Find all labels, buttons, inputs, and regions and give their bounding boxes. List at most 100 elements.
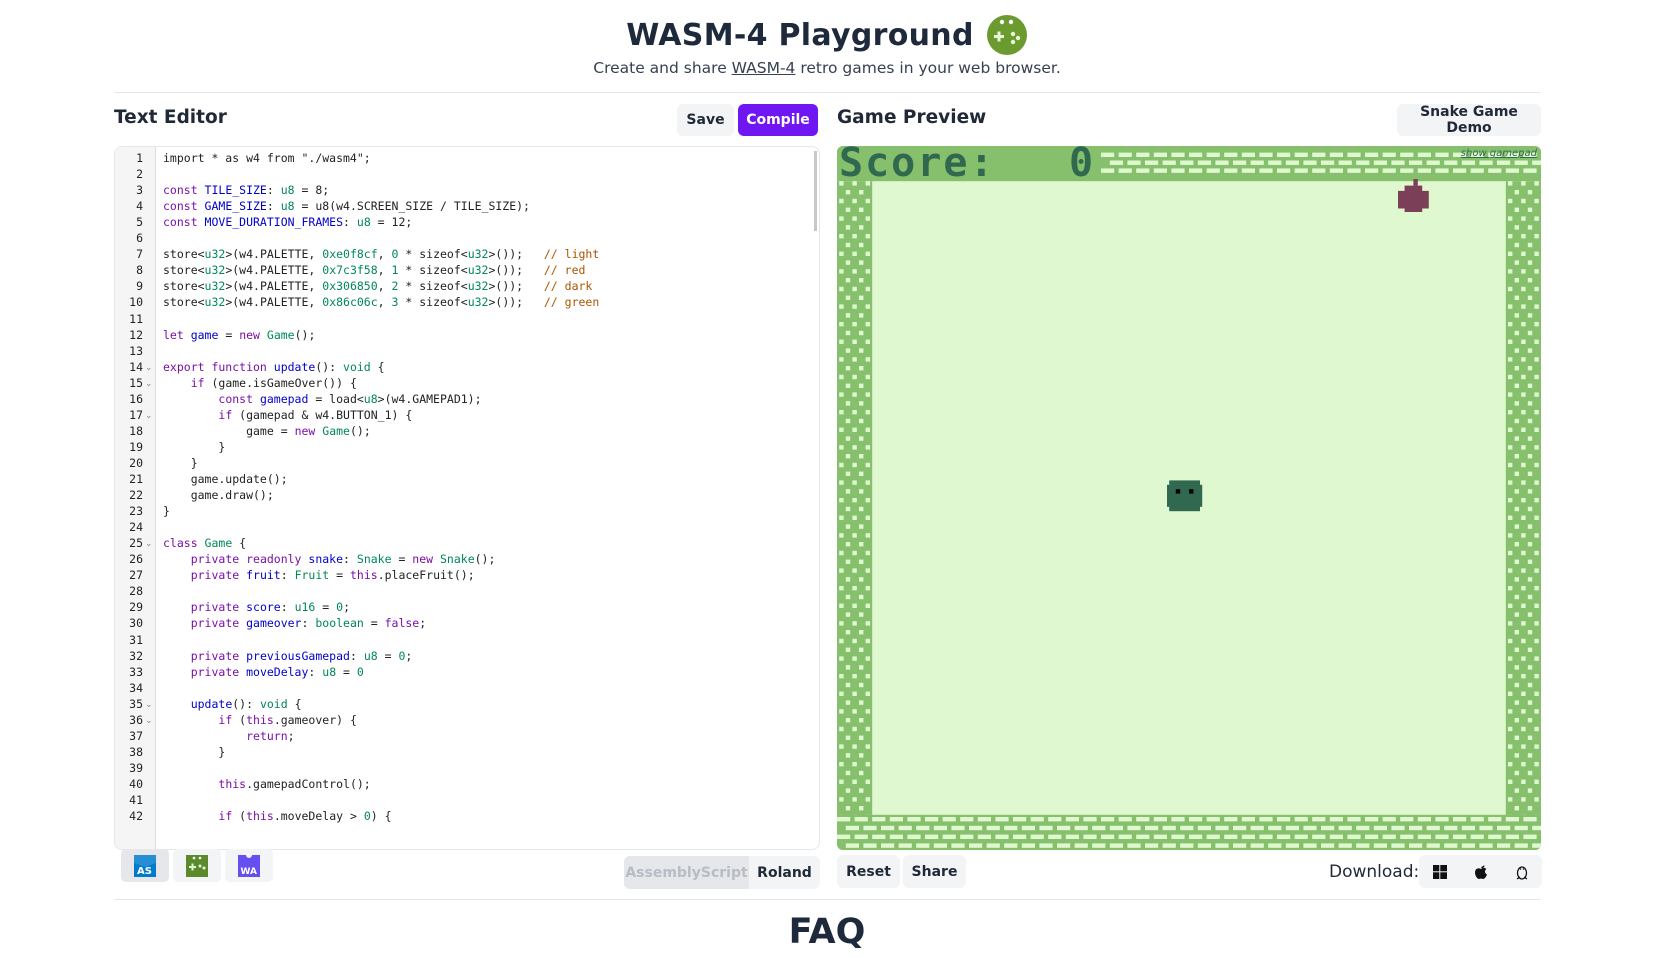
line-number: 10 — [129, 295, 143, 310]
code-line[interactable]: const TILE_SIZE: u8 = 8; — [163, 183, 330, 198]
code-line[interactable]: private score: u16 = 0; — [190, 600, 351, 615]
code-line[interactable]: private readonly snake: Snake = new Snak… — [190, 552, 496, 567]
save-button[interactable]: Save — [677, 104, 734, 136]
line-number: 37 — [129, 728, 143, 743]
subtitle-text: Create and share — [593, 59, 732, 77]
code-line[interactable]: } — [163, 504, 170, 519]
download-windows-button[interactable] — [1419, 855, 1460, 888]
download-linux-button[interactable] — [1501, 855, 1542, 888]
wat-lang-button[interactable]: WA — [225, 849, 273, 882]
brick-wall — [1505, 181, 1541, 850]
line-number: 11 — [129, 311, 143, 326]
code-line[interactable]: game = new Game(); — [163, 423, 371, 438]
code-line[interactable]: let game = new Game(); — [163, 327, 316, 342]
line-number: 8 — [136, 263, 143, 278]
page-header: WASM-4 Playground Create and share WASM-… — [114, 0, 1540, 93]
line-number: 17 — [129, 407, 143, 422]
fold-chevron-icon[interactable]: ⌄ — [145, 410, 153, 421]
editor-title: Text Editor — [114, 107, 227, 128]
fold-chevron-icon[interactable]: ⌄ — [145, 378, 153, 389]
code-line[interactable]: private gameover: boolean = false; — [190, 616, 427, 631]
score-label: Score: — [839, 146, 996, 186]
code-line[interactable]: if (game.isGameOver()) { — [190, 375, 357, 390]
line-number: 2 — [136, 167, 143, 182]
windows-icon — [1432, 864, 1447, 879]
line-number: 21 — [129, 472, 143, 486]
line-number: 9 — [136, 279, 143, 294]
line-number: 28 — [129, 584, 143, 599]
line-number: 6 — [136, 231, 143, 246]
show-gamepad-link[interactable]: show gamepad — [1460, 148, 1537, 159]
language-tabs: AssemblyScript Roland — [624, 856, 820, 889]
code-area[interactable]: import * as w4 from "./wasm4"; const TILE… — [156, 147, 819, 849]
code-line[interactable]: const GAME_SIZE: u8 = u8(w4.SCREEN_SIZE … — [163, 199, 530, 214]
line-number: 24 — [129, 520, 143, 535]
code-line[interactable]: const gamepad = load<u8>(w4.GAMEPAD1); — [218, 391, 482, 406]
line-number: 41 — [129, 793, 143, 807]
line-number: 32 — [129, 648, 143, 663]
code-line[interactable]: game.update(); — [163, 472, 288, 486]
line-number: 31 — [129, 632, 143, 647]
line-number: 38 — [129, 744, 143, 759]
faq-heading: FAQ — [788, 912, 866, 952]
title-row: WASM-4 Playground — [114, 14, 1540, 56]
code-line[interactable]: private previousGamepad: u8 = 0; — [190, 648, 413, 663]
editor-scrollbar[interactable] — [814, 151, 817, 231]
assemblyscript-icon: AS — [134, 854, 156, 877]
line-number: 15 — [129, 375, 143, 390]
line-number: 22 — [129, 488, 143, 503]
download-mac-button[interactable] — [1460, 855, 1501, 888]
code-line[interactable]: if (this.moveDelay > 0) { — [218, 809, 392, 824]
code-line[interactable]: export function update(): void { — [163, 359, 385, 374]
code-line[interactable]: store<u32>(w4.PALETTE, 0x86c06c, 3 * siz… — [163, 295, 600, 310]
fold-chevron-icon[interactable]: ⌄ — [145, 362, 153, 373]
code-line[interactable]: this.gamepadControl(); — [218, 776, 371, 791]
code-line[interactable]: } — [163, 439, 226, 454]
fold-chevron-icon[interactable]: ⌄ — [145, 715, 153, 726]
line-number: 1 — [136, 151, 143, 165]
code-line[interactable]: store<u32>(w4.PALETTE, 0xe0f8cf, 0 * siz… — [163, 247, 600, 262]
tab-assemblyscript[interactable]: AssemblyScript — [624, 856, 749, 889]
reset-button[interactable]: Reset — [837, 855, 900, 888]
tab-roland[interactable]: Roland — [749, 856, 820, 889]
code-line[interactable]: store<u32>(w4.PALETTE, 0x7c3f58, 1 * siz… — [163, 263, 586, 278]
snake-game-demo-button[interactable]: Snake Game Demo — [1397, 104, 1541, 136]
footer-divider — [114, 899, 1540, 900]
fold-chevron-icon[interactable]: ⌄ — [145, 699, 153, 710]
compile-button[interactable]: Compile — [738, 104, 818, 136]
game-canvas[interactable]: Score: 0 show gamepad — [837, 146, 1541, 850]
wasm4-icon — [186, 854, 208, 877]
code-line[interactable]: update(): void { — [190, 696, 302, 711]
assemblyscript-lang-button[interactable]: AS — [121, 849, 169, 882]
line-number: 20 — [129, 455, 143, 470]
line-number: 19 — [129, 439, 143, 454]
score-value: 0 — [1069, 146, 1093, 186]
line-number: 14 — [129, 359, 143, 374]
code-line[interactable]: if (this.gameover) { — [218, 712, 357, 727]
code-line[interactable]: import * as w4 from "./wasm4"; — [163, 151, 371, 165]
code-line[interactable]: } — [163, 744, 226, 759]
code-line[interactable]: private moveDelay: u8 = 0 — [190, 664, 364, 679]
code-line[interactable]: return; — [246, 728, 295, 743]
line-number: 26 — [129, 552, 143, 567]
line-number: 29 — [129, 600, 143, 615]
wasm4-link[interactable]: WASM-4 — [731, 59, 796, 77]
game-screen: Score: 0 — [837, 146, 1541, 850]
line-number: 27 — [129, 568, 143, 583]
wasm4-lang-button[interactable] — [173, 849, 221, 882]
code-line[interactable]: game.draw(); — [163, 488, 274, 503]
code-line[interactable]: } — [163, 455, 198, 470]
line-number: 42 — [129, 809, 143, 824]
fold-chevron-icon[interactable]: ⌄ — [145, 539, 153, 550]
line-number: 7 — [136, 247, 143, 262]
line-number: 39 — [129, 760, 143, 775]
code-line[interactable]: if (gamepad & w4.BUTTON_1) { — [218, 407, 413, 422]
share-button[interactable]: Share — [903, 855, 966, 888]
code-line[interactable]: private fruit: Fruit = this.placeFruit()… — [190, 568, 475, 583]
code-line[interactable]: const MOVE_DURATION_FRAMES: u8 = 12; — [163, 215, 413, 230]
line-number: 33 — [129, 664, 143, 679]
code-line[interactable]: store<u32>(w4.PALETTE, 0x306850, 2 * siz… — [163, 279, 593, 294]
code-line[interactable]: class Game { — [163, 536, 247, 551]
